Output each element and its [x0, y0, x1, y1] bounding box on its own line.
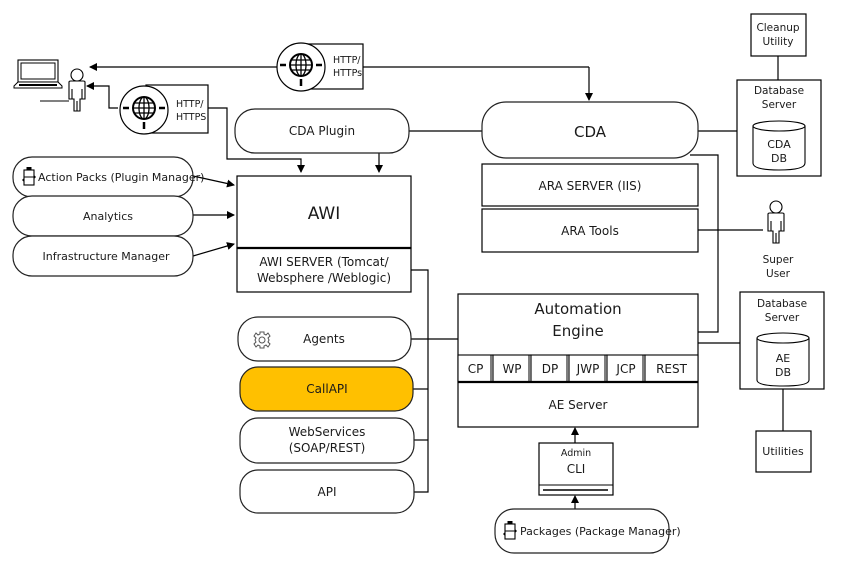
user-icon [767, 200, 785, 244]
process-cp[interactable]: CP [457, 354, 494, 383]
cda[interactable]: CDA [481, 101, 699, 159]
process-wp[interactable]: WP [492, 354, 532, 383]
super-user-label: User [766, 268, 791, 280]
admin-cli-label: CLI [567, 462, 586, 476]
utilities[interactable]: Utilities [755, 430, 812, 473]
process-dp[interactable]: DP [530, 354, 570, 383]
admin-cli[interactable]: Admin CLI [538, 442, 614, 496]
end-user [13, 59, 86, 112]
connectors [86, 56, 784, 509]
process-label: JWP [576, 362, 600, 376]
analytics[interactable]: Analytics [12, 195, 194, 237]
packages-label: Packages (Package Manager) [520, 525, 681, 538]
connector-http-to-awi [208, 107, 305, 173]
process-jwp[interactable]: JWP [568, 354, 608, 383]
awi[interactable]: AWI [236, 175, 412, 249]
process-label: CP [468, 362, 484, 376]
packages[interactable]: Packages (Package Manager) [494, 508, 681, 554]
api[interactable]: API [239, 469, 415, 514]
agents[interactable]: Agents [237, 316, 412, 362]
agents-label: Agents [303, 332, 345, 346]
super-user-label: Super [763, 254, 794, 266]
connector-actionpacks-to-awi [192, 175, 235, 188]
protocol-label: HTTP/ [176, 99, 204, 110]
callapi[interactable]: CallAPI [239, 366, 414, 412]
db-label: DB [771, 152, 787, 165]
process-list: CP WP DP JWP JCP REST [457, 354, 699, 383]
process-label: REST [656, 362, 688, 376]
admin-cli-caption: Admin [561, 448, 591, 459]
awi-server-label: AWI SERVER (Tomcat/ [259, 255, 389, 269]
db-server-title: Server [765, 312, 800, 324]
db-label: CDA [767, 138, 791, 151]
db-label: DB [775, 366, 791, 379]
process-label: WP [502, 362, 521, 376]
analytics-label: Analytics [83, 210, 133, 223]
super-user: Super User [763, 200, 794, 280]
cda-label: CDA [574, 123, 607, 141]
ae-server-label: AE Server [549, 398, 608, 412]
action-packs-label: Action Packs (Plugin Manager) [38, 171, 204, 184]
laptop-icon [13, 59, 69, 102]
db-server-title: Database [754, 85, 804, 97]
db-server-title: Database [757, 298, 807, 310]
cleanup-utility-label: Cleanup [756, 22, 799, 34]
user-icon [68, 68, 86, 112]
awi-server-label: Websphere /Weblogic) [257, 271, 391, 285]
cleanup-utility-label: Utility [763, 36, 794, 48]
webservices-label: (SOAP/REST) [289, 441, 366, 455]
globe-icon [275, 41, 327, 93]
cleanup-utility: Cleanup Utility [750, 13, 807, 57]
webservices-label: WebServices [289, 425, 366, 439]
protocol-label: HTTP/ [333, 55, 361, 66]
connector-cda-to-ae [690, 154, 719, 333]
api-label: API [318, 485, 337, 499]
db-label: AE [776, 352, 791, 365]
awi-server[interactable]: AWI SERVER (Tomcat/ Websphere /Weblogic) [236, 246, 412, 293]
awi-title: AWI [308, 204, 341, 224]
package-icon [21, 166, 37, 186]
db-server-title: Server [762, 99, 797, 111]
database-icon [752, 120, 806, 171]
ara-server[interactable]: ARA SERVER (IIS) [481, 163, 699, 207]
connector-awi-bus [411, 269, 429, 493]
ara-tools-label: ARA Tools [561, 224, 619, 238]
cda-plugin[interactable]: CDA Plugin [234, 108, 410, 154]
action-packs[interactable]: Action Packs (Plugin Manager) [12, 156, 204, 198]
callapi-label: CallAPI [306, 382, 347, 396]
connector-infra-to-awi [192, 242, 235, 257]
protocol-label: HTTPs [333, 68, 362, 79]
process-label: JCP [615, 362, 635, 376]
package-icon [502, 520, 518, 540]
infrastructure-manager-label: Infrastructure Manager [43, 250, 170, 263]
cda-database-server: Database Server CDA DB [736, 79, 822, 177]
ara-tools[interactable]: ARA Tools [481, 208, 699, 253]
ara-server-label: ARA SERVER (IIS) [539, 179, 642, 193]
http-gateway-top: HTTP/ HTTPs [275, 41, 364, 93]
ae-database-server: Database Server AE DB [739, 291, 825, 390]
webservices[interactable]: WebServices (SOAP/REST) [239, 417, 415, 464]
automation-engine-title: Automation [534, 300, 621, 318]
automation-engine[interactable]: Automation Engine CP WP DP JWP JCP REST AE Se… [457, 293, 699, 428]
gear-icon [253, 331, 271, 349]
connector-awi-to-user [86, 82, 118, 109]
protocol-label: HTTPS [176, 112, 206, 123]
globe-icon [118, 84, 170, 136]
http-gateway-left: HTTP/ HTTPS [118, 84, 209, 136]
process-jcp[interactable]: JCP [606, 354, 646, 383]
process-rest[interactable]: REST [644, 354, 699, 383]
cda-plugin-label: CDA Plugin [289, 124, 355, 138]
infrastructure-manager[interactable]: Infrastructure Manager [12, 235, 194, 277]
utilities-label: Utilities [762, 445, 804, 458]
database-icon [756, 332, 810, 387]
process-label: DP [542, 362, 558, 376]
automation-engine-title: Engine [552, 322, 603, 340]
